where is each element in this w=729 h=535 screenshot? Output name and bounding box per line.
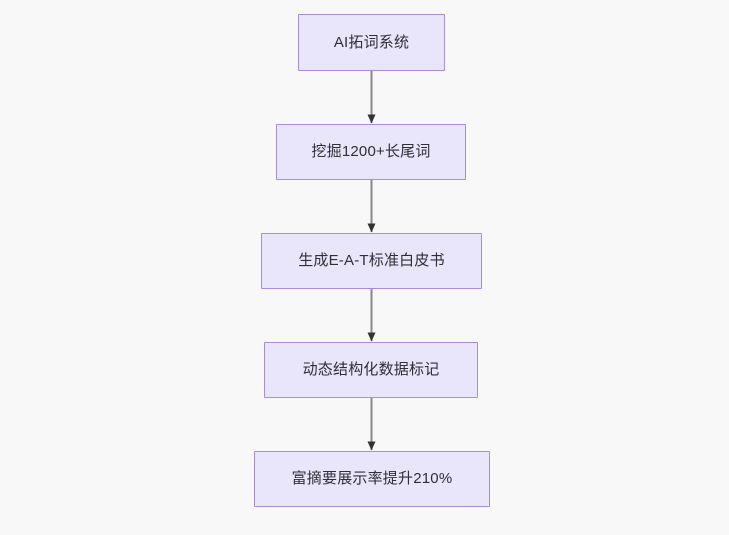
flow-node-mine-longtail-keywords[interactable]: 挖掘1200+长尾词	[276, 124, 466, 180]
flow-node-label: 动态结构化数据标记	[302, 361, 440, 378]
flow-node-rich-snippet-impression-lift[interactable]: 富摘要展示率提升210%	[254, 451, 490, 507]
flow-node-generate-eat-whitepaper[interactable]: 生成E-A-T标准白皮书	[261, 233, 482, 289]
flow-node-label: AI拓词系统	[333, 33, 410, 51]
flow-node-dynamic-structured-data-markup[interactable]: 动态结构化数据标记	[264, 342, 478, 398]
flow-node-label: 生成E-A-T标准白皮书	[298, 252, 445, 269]
flow-node-label: 富摘要展示率提升210%	[291, 470, 453, 487]
flow-node-ai-keyword-system[interactable]: AI拓词系统	[298, 14, 445, 71]
flow-node-label: 挖掘1200+长尾词	[311, 143, 431, 160]
